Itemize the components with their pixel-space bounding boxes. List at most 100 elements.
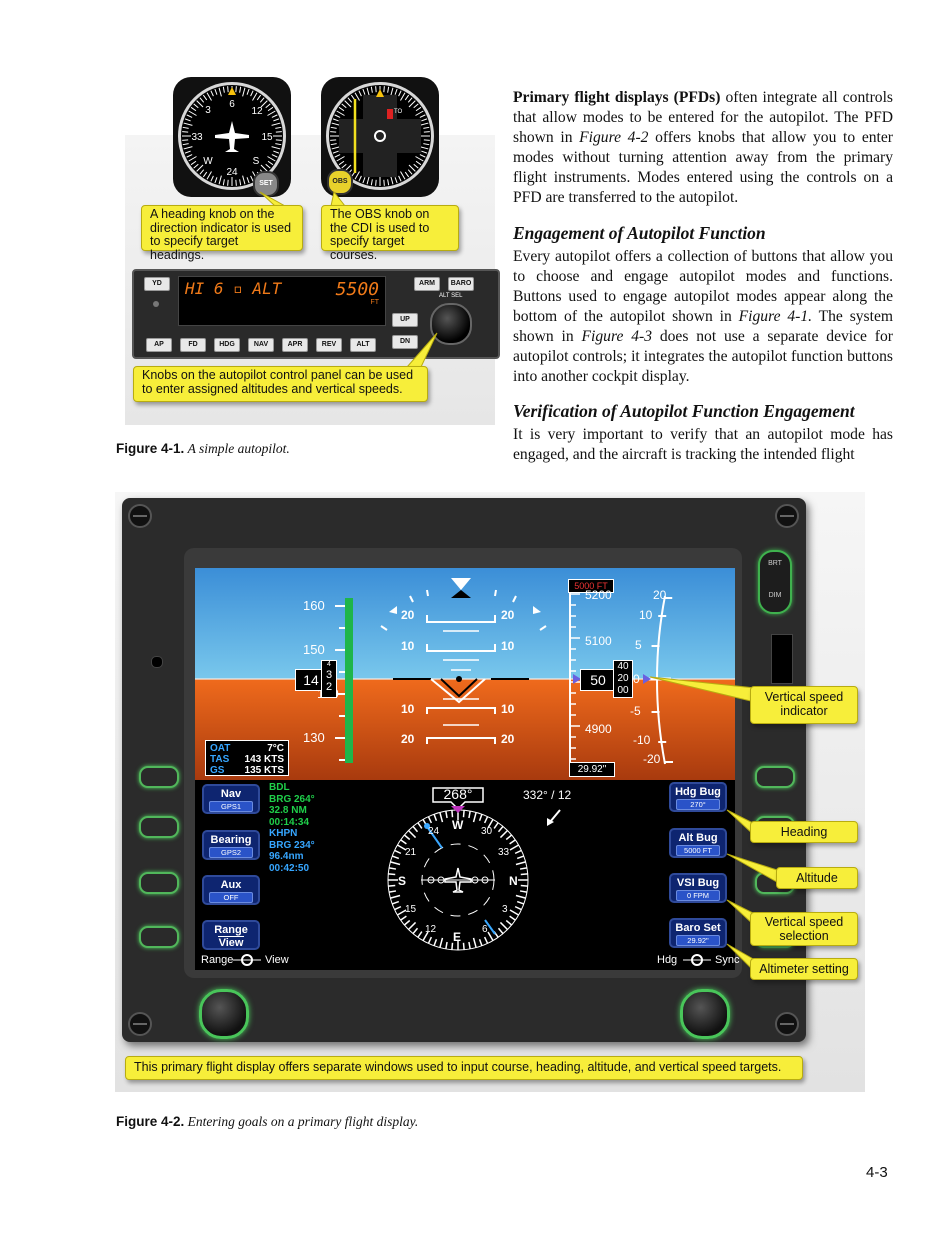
vsi-label-10: 10: [639, 608, 653, 622]
direction-indicator: 6 24 33 15 3 S W 12 SET: [173, 77, 291, 197]
hsi-tick: [519, 867, 528, 870]
hsi-tick: [394, 905, 402, 911]
cdi-dial-tick: [332, 150, 339, 154]
hdg-button[interactable]: HDG: [214, 338, 240, 352]
heading-dial-tick: [218, 175, 222, 185]
svg-text:W: W: [203, 156, 213, 167]
heading-engagement: Engagement of Autopilot Function: [513, 222, 766, 243]
hsi-tick: [433, 938, 438, 947]
aux-softkey[interactable]: Aux OFF: [202, 875, 260, 905]
figure-4-1: 6 24 33 15 3 S W 12 SET TO OBS: [125, 75, 500, 435]
heading-dial-tick: [271, 114, 278, 118]
cdi-dial-tick: [366, 87, 370, 97]
up-button[interactable]: UP: [392, 313, 418, 327]
hsi-tick: [478, 813, 483, 822]
bearing-softkey[interactable]: Bearing GPS2: [202, 830, 260, 860]
gs-value: 135 KTS: [244, 765, 284, 776]
hdg-bug-softkey[interactable]: Hdg Bug 270°: [669, 782, 727, 812]
vsi-label-minus20: -20: [643, 752, 661, 766]
fd-button[interactable]: FD: [180, 338, 206, 352]
cdi-dial-tick: [423, 139, 430, 141]
hsi-tick: [412, 927, 419, 935]
alt-button[interactable]: ALT: [350, 338, 376, 352]
nav-softkey[interactable]: Nav GPS1: [202, 784, 260, 814]
heading-dial-tick: [235, 179, 237, 186]
hsi-tick: [472, 937, 477, 948]
alt-bug-softkey[interactable]: Alt Bug 5000 FT: [669, 828, 727, 858]
rev-button[interactable]: REV: [316, 338, 342, 352]
alt-sel-knob[interactable]: [430, 303, 472, 345]
brt-label: BRT: [768, 560, 782, 567]
attitude-area: 160 150 140 130 14 4 3 2 20 20 10 10 10 …: [195, 568, 735, 780]
paragraph-pfd: Primary flight displays (PFDs) often int…: [513, 88, 893, 209]
obs-knob[interactable]: OBS: [327, 169, 353, 195]
bezel-button-right-1[interactable]: [755, 766, 795, 788]
bezel-button-left-1[interactable]: [139, 766, 179, 788]
nav-button[interactable]: NAV: [248, 338, 274, 352]
heading-knob[interactable]: [680, 989, 730, 1039]
heading-dial-tick: [271, 122, 281, 126]
heading-dial-tick: [259, 97, 265, 103]
baro-set-softkey[interactable]: Baro Set 29.92": [669, 918, 727, 948]
bezel-button-left-3[interactable]: [139, 872, 179, 894]
heading-dial-tick: [202, 171, 208, 178]
heading-dial-tick: [235, 86, 237, 93]
heading-dial-tick: [227, 86, 229, 93]
cdi-dial-tick: [383, 179, 385, 186]
pitch-label-minus20-right: 20: [501, 732, 515, 746]
hsi-tick: [391, 900, 400, 905]
arm-button[interactable]: ARM: [414, 277, 440, 291]
dn-button[interactable]: DN: [392, 335, 418, 349]
cdi-dial-tick: [415, 156, 424, 162]
p2-text-a: Every autopilot offers a collection of b…: [513, 247, 893, 325]
airspeed-drum: 4 3 2: [321, 660, 337, 698]
range-knob[interactable]: [199, 989, 249, 1039]
hsi-area: 268° 332° / 12 W E S N 24 30 33 21 3 15 …: [195, 780, 739, 970]
heading-dial-tick: [199, 169, 205, 175]
cdi-dial-tick: [331, 146, 341, 150]
vsi-label-minus5: -5: [630, 704, 641, 718]
cdi-dial-tick: [334, 154, 341, 158]
cdi-dial-tick: [423, 126, 430, 129]
bezel-button-left-2[interactable]: [139, 816, 179, 838]
brt-dim-rocker[interactable]: BRT DIM: [758, 550, 792, 614]
hsi-tick: [483, 816, 489, 824]
heading-dial-tick: [239, 86, 242, 93]
cdi-dial-tick: [413, 103, 419, 109]
baro-button[interactable]: BARO: [448, 277, 474, 291]
cdi-dial-tick: [362, 177, 366, 184]
speed-tick-160: 160: [303, 598, 325, 613]
vsi-bug-softkey[interactable]: VSI Bug 0 FPM: [669, 873, 727, 903]
hsi-s: S: [398, 874, 407, 888]
svg-text:3: 3: [205, 105, 211, 116]
drum-digit-1: 4: [327, 661, 331, 668]
hsi-tick: [509, 839, 516, 845]
oat-value: 7°C: [267, 743, 284, 754]
cdi-dial-tick: [423, 131, 430, 133]
hsi-15: 15: [405, 904, 417, 915]
apr-button[interactable]: APR: [282, 338, 308, 352]
hsi-tick: [403, 834, 411, 841]
alt-bug-value: 5000 FT: [676, 845, 720, 856]
hsi-30: 30: [481, 826, 493, 837]
cdi-dial-tick: [336, 110, 345, 116]
range-view-softkey[interactable]: Range View: [202, 920, 260, 950]
cdi-dial: [326, 82, 434, 190]
cdi-dial-tick: [338, 160, 345, 166]
bezel-button-left-4[interactable]: [139, 926, 179, 948]
hsi-tick: [433, 813, 438, 822]
heading-dial-tick: [184, 150, 191, 154]
card-slot: [771, 634, 793, 684]
heading-dial-tick: [206, 171, 212, 180]
drum-digit-2: 3: [325, 669, 333, 681]
cdi-dial-tick: [387, 179, 390, 186]
callout-altimeter: Altimeter setting: [750, 958, 858, 980]
hsi-tick: [519, 890, 528, 893]
heading-dial-tick: [256, 94, 262, 101]
heading-dial-tick: [182, 139, 189, 141]
heading-dial-tick: [260, 100, 268, 108]
ap-button[interactable]: AP: [146, 338, 172, 352]
yd-button[interactable]: YD: [144, 277, 170, 291]
heading-dial-tick: [260, 164, 268, 172]
callout-vsi: Vertical speed indicator: [750, 686, 858, 724]
